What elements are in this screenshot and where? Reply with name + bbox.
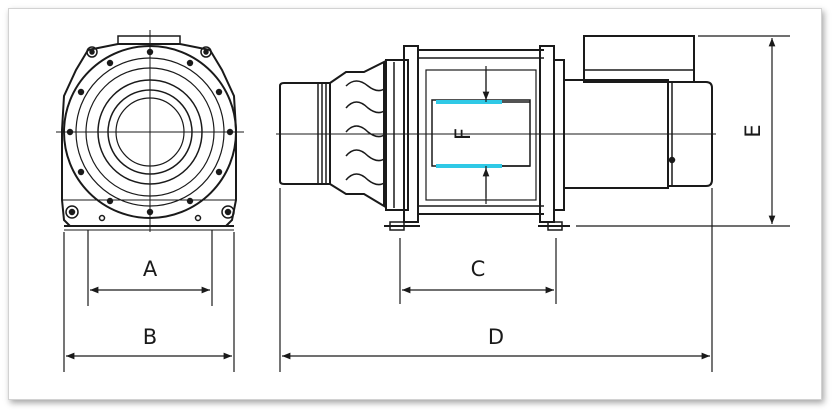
dim-label-b: B xyxy=(143,325,157,349)
cable-highlight xyxy=(436,100,502,168)
dim-label-e: E xyxy=(741,124,765,137)
dim-label-c: C xyxy=(471,257,486,281)
side-view xyxy=(276,35,716,231)
drawing-frame xyxy=(8,8,822,400)
dim-label-f: F xyxy=(451,128,475,140)
front-view xyxy=(56,30,244,232)
dim-label-d: D xyxy=(488,325,504,349)
dim-label-a: A xyxy=(143,257,158,281)
